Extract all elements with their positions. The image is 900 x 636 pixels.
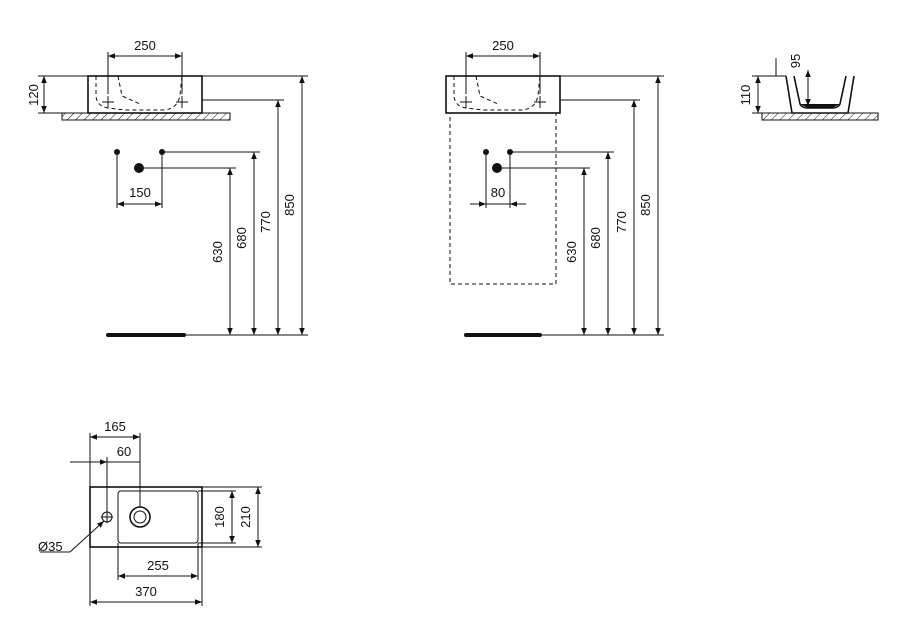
tap-hole-mark-right	[176, 96, 188, 108]
dim-label-850: 850	[282, 194, 297, 216]
waste-outlet-point	[134, 163, 144, 173]
bowl-hidden-line-2	[475, 75, 499, 105]
tap-hole-mark-right	[534, 96, 546, 108]
side-section-view: 110 95	[738, 54, 879, 121]
dim-label-210: 210	[238, 506, 253, 528]
dim-label-95: 95	[788, 54, 803, 68]
basin-plan-outline	[89, 486, 203, 548]
wall-slab	[761, 112, 879, 121]
dim-label-250: 250	[492, 38, 514, 53]
drain-outer-circle	[129, 506, 151, 528]
cabinet-outline	[449, 112, 557, 285]
dim-label-630: 630	[564, 241, 579, 263]
bowl-hidden-line	[453, 75, 541, 111]
dim-label-680: 680	[588, 227, 603, 249]
diameter-leader-line	[69, 520, 105, 553]
water-supply-point-left	[483, 149, 489, 155]
bowl-hidden-line-2	[117, 75, 141, 105]
dim-label-180: 180	[212, 506, 227, 528]
wall-slab	[61, 112, 231, 121]
water-supply-point-right	[507, 149, 513, 155]
waste-outlet-point	[492, 163, 502, 173]
basin-front-outline	[87, 75, 203, 114]
dim-label-850: 850	[638, 194, 653, 216]
cabinet-elevation-view: 250 80 630 680 770 850	[445, 38, 664, 337]
dim-label-255: 255	[147, 558, 169, 573]
basin-side-inner	[793, 75, 847, 109]
front-elevation-view: 250 120 150 630 680 770 850	[26, 38, 308, 337]
dim-label-250: 250	[134, 38, 156, 53]
tap-hole-mark-left	[102, 96, 114, 108]
bowl-plan-outline	[117, 490, 199, 544]
dim-label-370: 370	[135, 584, 157, 599]
drain-inner-circle	[133, 510, 147, 524]
bowl-hidden-line	[95, 75, 183, 111]
dim-label-60: 60	[117, 444, 131, 459]
dim-label-150: 150	[129, 185, 151, 200]
water-supply-point-right	[159, 149, 165, 155]
dim-label-770: 770	[258, 211, 273, 233]
water-supply-point-left	[114, 149, 120, 155]
basin-side-outline	[785, 75, 855, 114]
dim-label-80: 80	[491, 185, 505, 200]
dim-label-630: 630	[210, 241, 225, 263]
dim-label-diameter: Ø35	[38, 539, 63, 554]
dim-label-110: 110	[738, 85, 753, 106]
dim-label-770: 770	[614, 211, 629, 233]
dim-label-165: 165	[104, 419, 126, 434]
dim-label-120: 120	[26, 84, 41, 106]
plan-view: 165 60 180 210 255 370 Ø35	[38, 419, 262, 606]
tap-hole-mark-left	[460, 96, 472, 108]
dim-label-680: 680	[234, 227, 249, 249]
